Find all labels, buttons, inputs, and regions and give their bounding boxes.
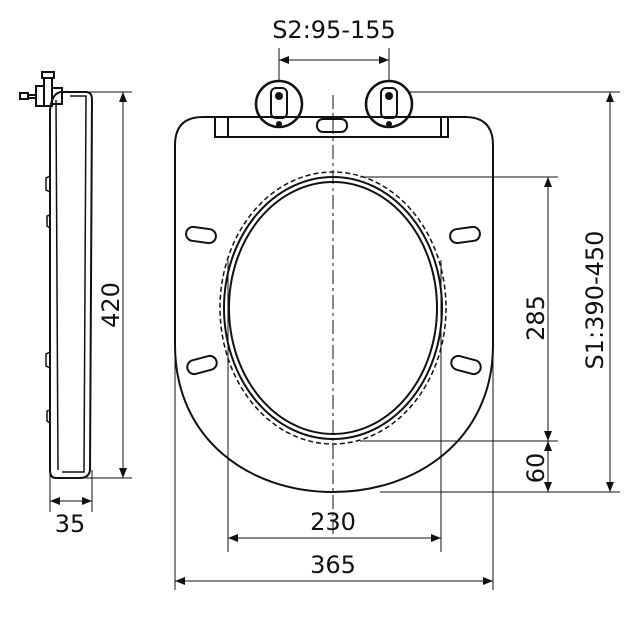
side-bumper-4 — [46, 409, 51, 424]
bumper-pad-lower-right — [450, 354, 482, 376]
side-bumper-2 — [46, 214, 51, 229]
inner-opening-width-dimension: 230 — [227, 260, 442, 552]
inner-opening-width-label: 230 — [310, 508, 356, 536]
side-seat-edge — [55, 99, 59, 471]
seat-side-view — [19, 71, 94, 479]
hinge-spacing-dimension: S2:95-155 — [272, 16, 396, 80]
front-offset-dimension: 60 — [522, 441, 552, 492]
seat-length-dimension: S1:390-450 — [380, 91, 620, 493]
hinge-spacing-label: S2:95-155 — [272, 16, 396, 44]
side-seat-lid — [62, 95, 87, 473]
bumper-pad-upper-left — [185, 225, 217, 245]
hinge-slot — [316, 118, 348, 133]
front-offset-label: 60 — [522, 453, 550, 484]
side-height-dimension: 420 — [86, 91, 132, 479]
seat-top-view — [174, 79, 494, 535]
side-seat-body — [49, 91, 94, 479]
overall-width-dimension: 365 — [174, 345, 494, 590]
seat-outline — [174, 116, 494, 494]
hinge-bolt — [19, 71, 63, 107]
thickness-label: 35 — [55, 510, 86, 538]
right-hinge — [364, 79, 414, 129]
bumper-pad-lower-left — [186, 354, 218, 376]
side-bumper-1 — [45, 175, 51, 193]
side-bumper-3 — [45, 351, 51, 369]
side-height-label: 420 — [97, 282, 125, 328]
left-hinge — [254, 79, 304, 129]
seat-length-label: S1:390-450 — [581, 231, 609, 370]
overall-width-label: 365 — [310, 551, 356, 579]
thickness-dimension: 35 — [49, 470, 93, 538]
bumper-pad-upper-right — [449, 225, 481, 245]
inner-opening-length-label: 285 — [522, 295, 550, 341]
inner-opening-length-dimension: 285 — [360, 176, 558, 442]
